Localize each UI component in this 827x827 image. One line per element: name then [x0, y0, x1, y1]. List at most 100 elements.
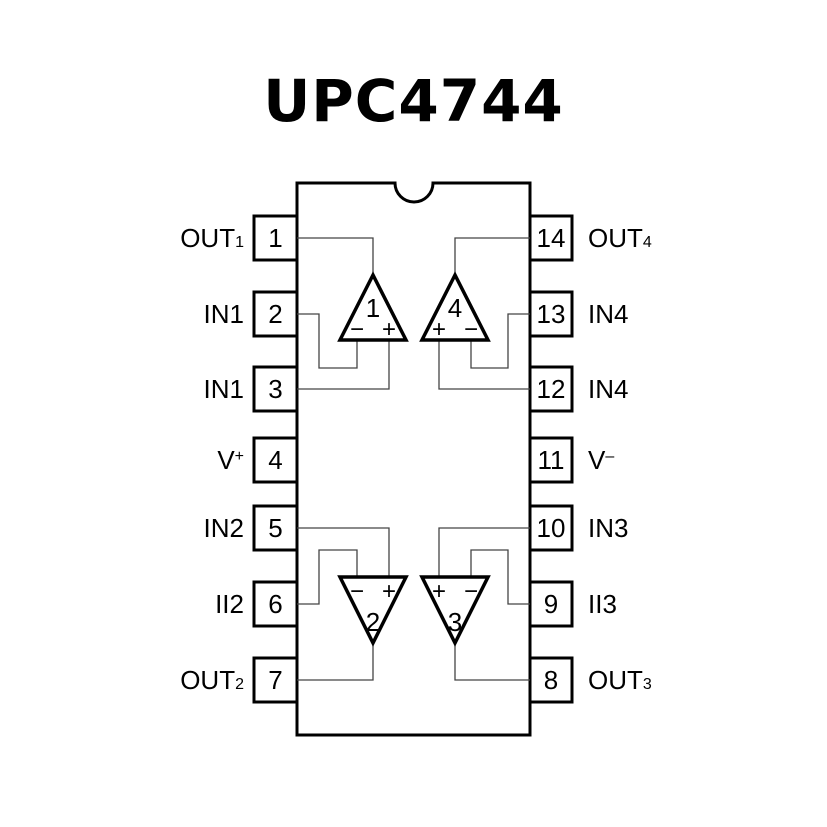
pin-box	[252, 365, 299, 413]
pin-label-superscript: –	[605, 448, 614, 465]
op-amp-right-input-sign: −	[464, 578, 478, 605]
pin-3: 3 IN1	[204, 365, 299, 413]
pin-label-superscript: +	[235, 448, 244, 465]
pin-number: 1	[268, 223, 282, 253]
pin-number: 10	[537, 513, 566, 543]
pin-4: 4 V+	[217, 436, 299, 484]
pin-label-main: IN1	[204, 299, 244, 329]
pin-label-main: II3	[588, 589, 617, 619]
op-amp-number: 2	[366, 607, 380, 637]
pin-13: 13 IN4	[528, 290, 628, 338]
pin-label-subscript: 4	[643, 234, 652, 251]
pin-label: II2	[215, 589, 244, 619]
pin-number: 7	[268, 665, 282, 695]
op-amp-triangle	[419, 575, 491, 647]
pin-label-subscript: 3	[643, 676, 652, 693]
pin-label-main: OUT	[588, 223, 643, 253]
op-amp-left-input-sign: +	[432, 578, 446, 605]
pin-label-subscript: 1	[235, 234, 244, 251]
pin-box	[252, 290, 299, 338]
op-amp-1: 1−+	[337, 271, 409, 343]
pin-number: 2	[268, 299, 282, 329]
wire	[297, 549, 358, 605]
pin-label-main: OUT	[588, 665, 643, 695]
pin-8: 8 OUT3	[528, 656, 652, 704]
pin-label: IN1	[204, 374, 244, 404]
op-amp-left-input-sign: −	[350, 316, 364, 343]
pin-label-main: II2	[215, 589, 244, 619]
pin-number: 3	[268, 374, 282, 404]
pin-label-main: OUT	[180, 223, 235, 253]
pin-9: 9 II3	[528, 580, 617, 628]
pin-box	[252, 436, 299, 484]
wire	[470, 549, 530, 605]
pin-number: 4	[268, 445, 282, 475]
op-amp-triangle	[337, 575, 409, 647]
pin-box	[252, 214, 299, 262]
pin-label: V+	[217, 445, 244, 475]
pin-box	[252, 580, 299, 628]
op-amp-triangle	[337, 271, 409, 342]
pin-label-main: OUT	[180, 665, 235, 695]
pin-10: 10 IN3	[528, 504, 628, 552]
op-amp-4: 4+−	[419, 271, 491, 343]
pin-6: 6 II2	[215, 580, 299, 628]
pin-label: OUT3	[588, 665, 652, 695]
pin-2: 2 IN1	[204, 290, 299, 338]
pin-number: 11	[538, 445, 565, 475]
pin-label: OUT2	[180, 665, 244, 695]
pin-number: 13	[537, 299, 566, 329]
wire	[438, 527, 530, 577]
pin-box	[528, 214, 574, 262]
pin-label-main: V	[588, 445, 606, 475]
pin-label: II3	[588, 589, 617, 619]
pin-7: 7 OUT2	[180, 656, 299, 704]
op-amp-triangle	[419, 271, 491, 342]
pin-label-main: IN4	[588, 299, 628, 329]
pin-12: 12 IN4	[528, 365, 628, 413]
wire	[454, 643, 530, 681]
pin-label: IN1	[204, 299, 244, 329]
pin-number: 12	[537, 374, 566, 404]
wire	[438, 340, 530, 390]
pin-label: IN4	[588, 374, 628, 404]
wire	[297, 237, 374, 275]
wire	[297, 643, 374, 681]
chip-title: UPC4744	[263, 67, 564, 135]
op-amp-number: 1	[366, 293, 380, 323]
wire	[297, 313, 358, 369]
pin-number: 8	[544, 665, 558, 695]
pin-label: V–	[588, 445, 614, 475]
pin-label: IN4	[588, 299, 628, 329]
op-amp-left-input-sign: +	[432, 316, 446, 343]
pin-label: IN3	[588, 513, 628, 543]
wire	[470, 313, 530, 369]
pin-number: 5	[268, 513, 282, 543]
pin-label: IN2	[204, 513, 244, 543]
pin-label: OUT4	[588, 223, 652, 253]
pin-number: 9	[544, 589, 558, 619]
pin-14: 14 OUT4	[528, 214, 652, 262]
op-amp-number: 3	[448, 607, 462, 637]
op-amp-right-input-sign: −	[464, 316, 478, 343]
pin-5: 5 IN2	[204, 504, 299, 552]
op-amp-number: 4	[448, 293, 462, 323]
pin-box	[252, 504, 299, 552]
pin-label: OUT1	[180, 223, 244, 253]
chip-body	[295, 181, 532, 737]
pin-label-main: V	[217, 445, 235, 475]
op-amp-2: 2−+	[337, 575, 409, 647]
pin-label-main: IN2	[204, 513, 244, 543]
pin-number: 14	[537, 223, 566, 253]
pin-label-subscript: 2	[235, 676, 244, 693]
pin-label-main: IN4	[588, 374, 628, 404]
pin-label-main: IN3	[588, 513, 628, 543]
wire	[297, 527, 390, 577]
pin-number: 6	[268, 589, 282, 619]
op-amp-right-input-sign: +	[382, 578, 396, 605]
pin-label-main: IN1	[204, 374, 244, 404]
op-amp-left-input-sign: −	[350, 578, 364, 605]
pin-11: 11 V–	[528, 436, 614, 484]
